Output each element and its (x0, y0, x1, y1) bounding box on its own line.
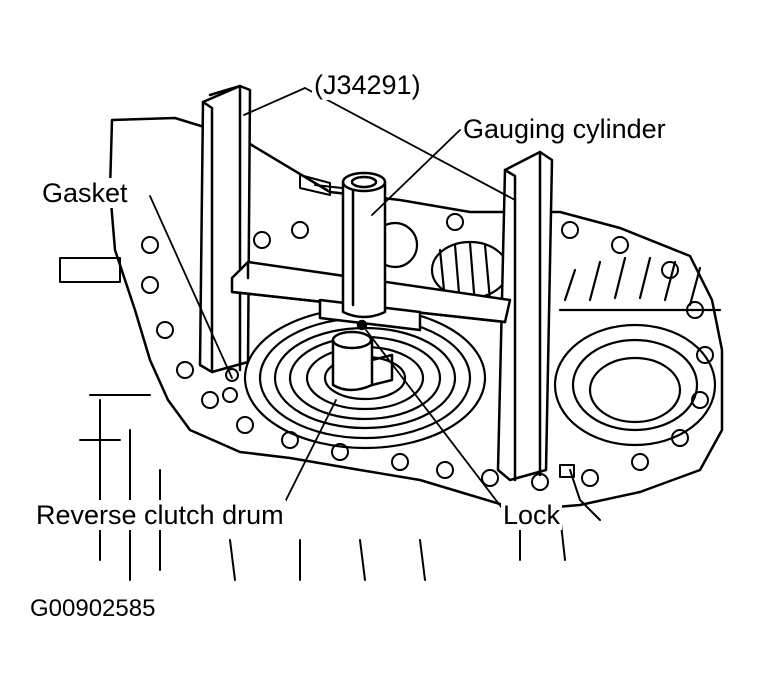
leader-tool (243, 87, 306, 116)
lock-shape (331, 319, 394, 392)
figure-id: G00902585 (30, 594, 156, 624)
tool-left-post (198, 84, 252, 374)
label-reverse-clutch-drum: Reverse clutch drum (34, 500, 286, 530)
leader-lock (365, 329, 506, 513)
leader-gauge (371, 129, 461, 216)
flange-bolt-holes (141, 213, 714, 491)
leader-drum (281, 399, 337, 509)
leader-lines (149, 87, 516, 513)
label-gauging-cylinder: Gauging cylinder (461, 114, 668, 144)
tool-right-post (496, 150, 554, 482)
label-tool-number: (J34291) (312, 70, 423, 100)
label-lock: Lock (501, 500, 563, 530)
leader-gasket (149, 195, 233, 379)
gauging-cylinder-shape (341, 171, 387, 319)
case-outline (108, 116, 724, 512)
leader-tool-2 (304, 87, 516, 201)
label-gasket: Gasket (40, 178, 130, 208)
right-gear-drum (371, 221, 722, 447)
